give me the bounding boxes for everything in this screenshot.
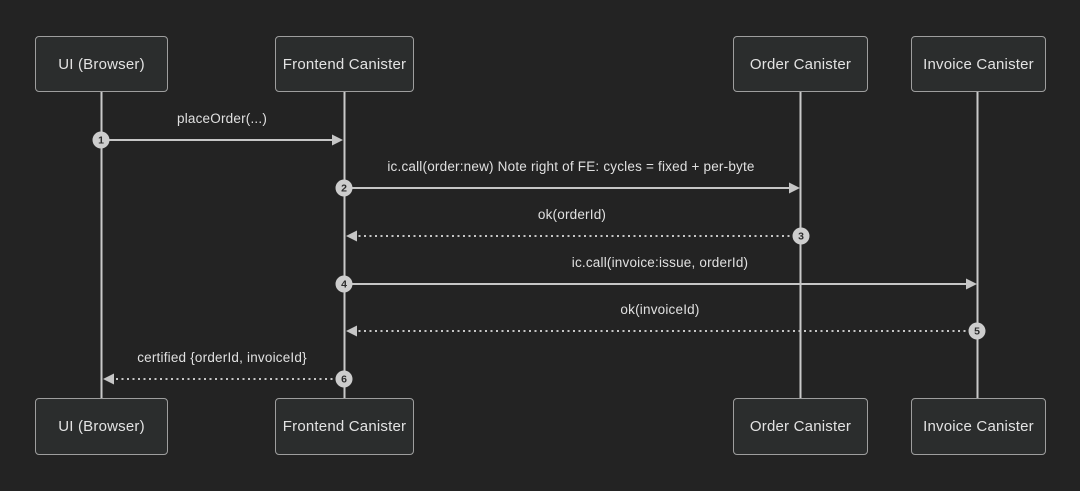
actor-label: UI (Browser) bbox=[58, 55, 145, 73]
message-arrow-1 bbox=[101, 134, 343, 146]
actor-box-order-canister-bottom: Order Canister bbox=[733, 398, 868, 455]
actor-box-invoice-canister-top: Invoice Canister bbox=[911, 36, 1046, 92]
message-label-5: ok(invoiceId) bbox=[620, 302, 700, 317]
message-arrow-6 bbox=[103, 373, 338, 385]
message-arrow-4 bbox=[344, 278, 977, 290]
actor-box-ui-browser-bottom: UI (Browser) bbox=[35, 398, 168, 455]
message-label-2: ic.call(order:new) Note right of FE: cyc… bbox=[387, 159, 755, 174]
actor-box-ui-browser-top: UI (Browser) bbox=[35, 36, 168, 92]
actor-box-frontend-canister-bottom: Frontend Canister bbox=[275, 398, 414, 455]
actor-label: Frontend Canister bbox=[282, 55, 407, 73]
sequence-badge-6: 6 bbox=[335, 370, 353, 388]
actor-label: Invoice Canister bbox=[923, 418, 1034, 435]
actor-label: Order Canister bbox=[749, 55, 852, 73]
actor-label: Invoice Canister bbox=[923, 55, 1034, 73]
actor-box-invoice-canister-bottom: Invoice Canister bbox=[911, 398, 1046, 455]
sequence-badge-4: 4 bbox=[335, 275, 353, 293]
message-arrow-3 bbox=[346, 230, 795, 242]
message-arrow-5 bbox=[346, 325, 971, 337]
message-label-1: placeOrder(...) bbox=[176, 111, 268, 126]
sequence-badge-2: 2 bbox=[335, 179, 353, 197]
sequence-badge-3: 3 bbox=[792, 227, 810, 245]
actor-box-frontend-canister-top: Frontend Canister bbox=[275, 36, 414, 92]
actor-label: UI (Browser) bbox=[58, 418, 145, 435]
sequence-badge-1: 1 bbox=[92, 131, 110, 149]
actor-label: Frontend Canister bbox=[282, 418, 407, 435]
message-label-4: ic.call(invoice:issue, orderId) bbox=[571, 255, 749, 270]
actor-box-order-canister-top: Order Canister bbox=[733, 36, 868, 92]
actor-label: Order Canister bbox=[749, 418, 852, 435]
sequence-badge-5: 5 bbox=[968, 322, 986, 340]
message-label-3: ok(orderId) bbox=[537, 207, 607, 222]
message-label-6: certified {orderId, invoiceId} bbox=[137, 350, 307, 365]
lifelines bbox=[100, 92, 979, 398]
message-arrow-2 bbox=[344, 182, 800, 194]
